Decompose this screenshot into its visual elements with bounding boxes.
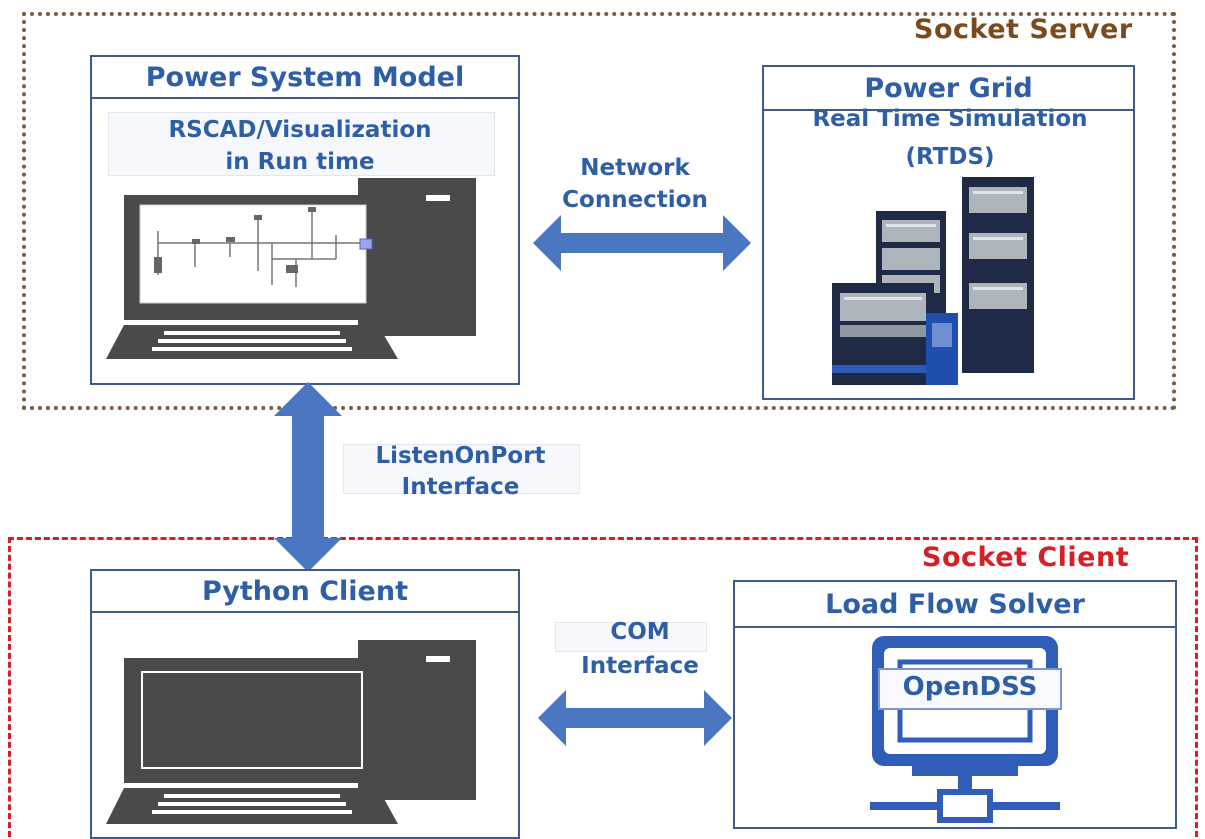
desktop-computer-icon: [106, 178, 476, 359]
listen-on-port-label-line1: ListenOnPort: [375, 443, 546, 469]
desktop-computer-icon: [106, 640, 476, 824]
opendss-label-box: [878, 668, 1062, 710]
socket-server-title: Socket Server: [914, 14, 1133, 45]
network-server-icon: [870, 636, 1060, 823]
rscad-label-line2: in Run time: [225, 149, 375, 175]
com-interface-label-line1: COM: [610, 619, 670, 645]
python-client-header: Python Client: [92, 571, 518, 613]
power-grid-header: Power Grid: [764, 67, 1133, 111]
com-interface-arrow: [538, 690, 732, 746]
socket-client-group: [8, 537, 1198, 837]
network-connection-label-line2: Connection: [562, 187, 708, 213]
com-interface-label-box: [555, 622, 707, 652]
network-connection-label-line1: Network: [580, 155, 690, 181]
opendss-label: OpenDSS: [902, 672, 1038, 702]
rscad-label-box: [108, 112, 495, 176]
rtds-label-line1: Real Time Simulation: [812, 106, 1088, 132]
power-system-model-header: Power System Model: [92, 57, 518, 99]
rtds-rack-image: [832, 177, 1034, 385]
socket-client-title: Socket Client: [922, 542, 1130, 573]
network-connection-arrow: [533, 215, 751, 271]
socket-server-group: [22, 12, 1176, 410]
load-flow-solver-header: Load Flow Solver: [735, 582, 1175, 628]
listen-on-port-label-box: [343, 444, 580, 494]
com-interface-label-line2: Interface: [581, 653, 699, 679]
rtds-label-line2: (RTDS): [905, 144, 995, 170]
listen-on-port-arrow: [274, 382, 342, 572]
rscad-label-line1: RSCAD/Visualization: [168, 117, 432, 143]
listen-on-port-label-line2: Interface: [401, 474, 520, 500]
